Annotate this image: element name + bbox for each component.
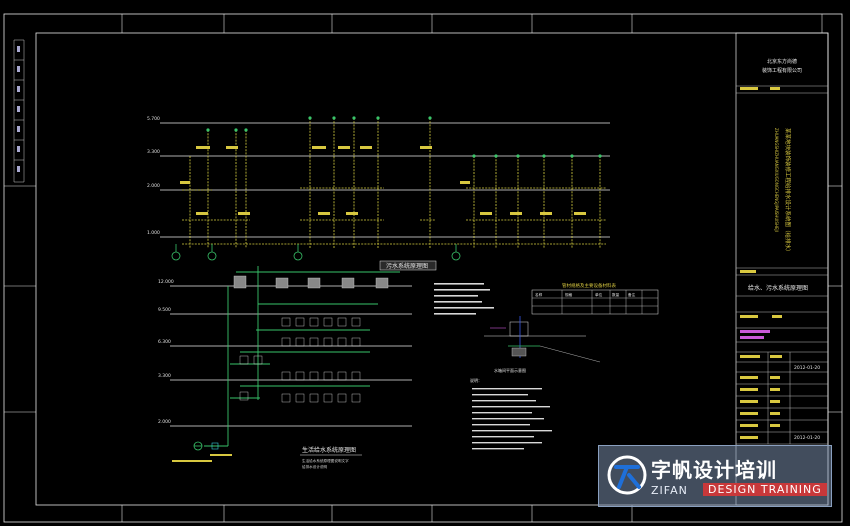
supply-note-2: 给排水设计说明 — [302, 464, 328, 469]
date-1: 2012-01-20 — [794, 365, 820, 371]
table-header-unit: 单位 — [595, 292, 603, 297]
notes-area: 说明： 管材规格及主要设备材料表 名称 规格 单位 数量 备注 — [434, 282, 659, 450]
project-title-vertical: 某某地块装饰装修工程给排水设计系统图（给排水） — [784, 128, 792, 255]
watermark-title: 字帆设计培训 — [651, 458, 777, 482]
project-title-vertical-en: ZHUANGSHIZHUANGXIUGONGCHENGJIPAISHUISHEJ… — [774, 128, 779, 232]
top-floor-label-2: 3.300 — [147, 149, 160, 155]
watermark-sub-right: DESIGN TRAINING — [703, 483, 827, 496]
table-header-qty: 数量 — [612, 292, 620, 297]
supply-note-1: 生活给水系统原理图说明文字 — [302, 458, 349, 463]
bottom-floor-label-4: 3.300 — [158, 373, 171, 379]
sewage-system-diagram: 5.700 3.300 2.000 1.000 — [147, 116, 610, 271]
table-header-name: 名称 — [535, 292, 543, 297]
outer-frame — [3, 13, 843, 523]
title-block: 北京东方尚德 装饰工程有限公司 某某地块装饰装修工程给排水设计系统图（给排水） … — [735, 32, 829, 506]
left-label-marks — [17, 46, 20, 172]
watermark-sub-left: ZIFAN — [651, 484, 688, 497]
water-supply-diagram: 12.000 9.500 6.300 3.300 2.000 — [158, 266, 412, 469]
bottom-floor-label-5: 2.000 — [158, 419, 171, 425]
left-label-strip — [13, 39, 25, 183]
bottom-floor-label-1: 12.000 — [158, 279, 174, 285]
company-line1: 北京东方尚德 — [767, 58, 797, 65]
bottom-floor-label-2: 9.500 — [158, 307, 171, 313]
frame-ticks — [4, 14, 842, 522]
zifan-logo-icon — [607, 455, 647, 495]
table-header-spec: 规格 — [565, 292, 573, 297]
drawing-name: 给水、污水系统原理图 — [748, 284, 808, 292]
top-floor-label-1: 5.700 — [147, 116, 160, 122]
bottom-floor-label-3: 6.300 — [158, 339, 171, 345]
sewage-diagram-title: 污水系统原理图 — [386, 262, 428, 270]
table-title: 管材规格及主要设备材料表 — [562, 282, 616, 289]
table-header-note: 备注 — [628, 292, 636, 297]
notes-heading: 说明： — [470, 377, 482, 383]
top-floor-label-4: 1.000 — [147, 230, 160, 236]
supply-diagram-title: 生活给水系统原理图 — [302, 446, 356, 454]
company-line2: 装饰工程有限公司 — [762, 67, 802, 74]
date-2: 2012-01-20 — [794, 435, 820, 441]
tank-detail: 水箱间平面示意图 — [484, 316, 601, 373]
zifan-watermark: 字帆设计培训 ZIFAN DESIGN TRAINING — [598, 445, 832, 507]
detail-title: 水箱间平面示意图 — [494, 367, 526, 373]
top-floor-label-3: 2.000 — [147, 183, 160, 189]
